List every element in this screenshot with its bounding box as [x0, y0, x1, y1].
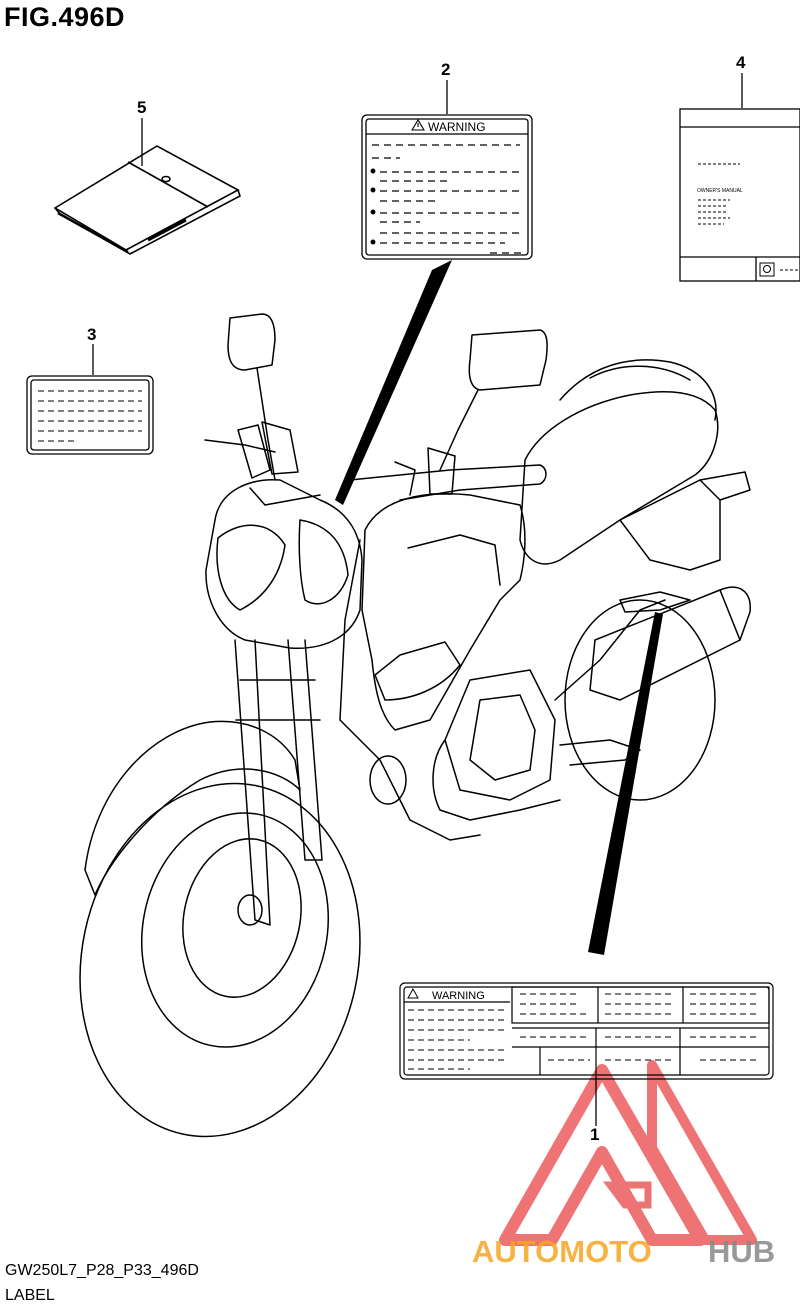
callout-1: 1: [590, 1125, 599, 1144]
watermark-text-automoto: AUTOMOTO: [472, 1234, 652, 1269]
part-5-card: [53, 145, 241, 255]
callout-5: 5: [137, 98, 146, 117]
model-code: GW250L7_P28_P33_496D: [5, 1262, 199, 1279]
part-4-manual-cover-text: OWNER'S MANUAL: [697, 188, 743, 194]
part-3-label: [26, 375, 154, 455]
part-2-warning-text: WARNING: [428, 120, 486, 134]
section-name: LABEL: [5, 1287, 55, 1304]
watermark-logo-icon: [499, 1060, 757, 1246]
part-1-warning-text: WARNING: [432, 990, 485, 1002]
part-2-warning-label: [361, 114, 533, 260]
motorcycle-illustration: [79, 313, 751, 1138]
callout-2: 2: [441, 60, 450, 79]
watermark-text-hub: HUB: [708, 1234, 775, 1269]
figure-title: FIG.496D: [4, 2, 126, 32]
callout-4: 4: [736, 53, 746, 72]
pointer-wedge-part-2: [335, 260, 452, 505]
part-1-main-label: [399, 982, 774, 1080]
pointer-wedge-part-1: [588, 612, 663, 955]
callout-3: 3: [87, 325, 96, 344]
part-4-owners-manual: [679, 108, 800, 282]
